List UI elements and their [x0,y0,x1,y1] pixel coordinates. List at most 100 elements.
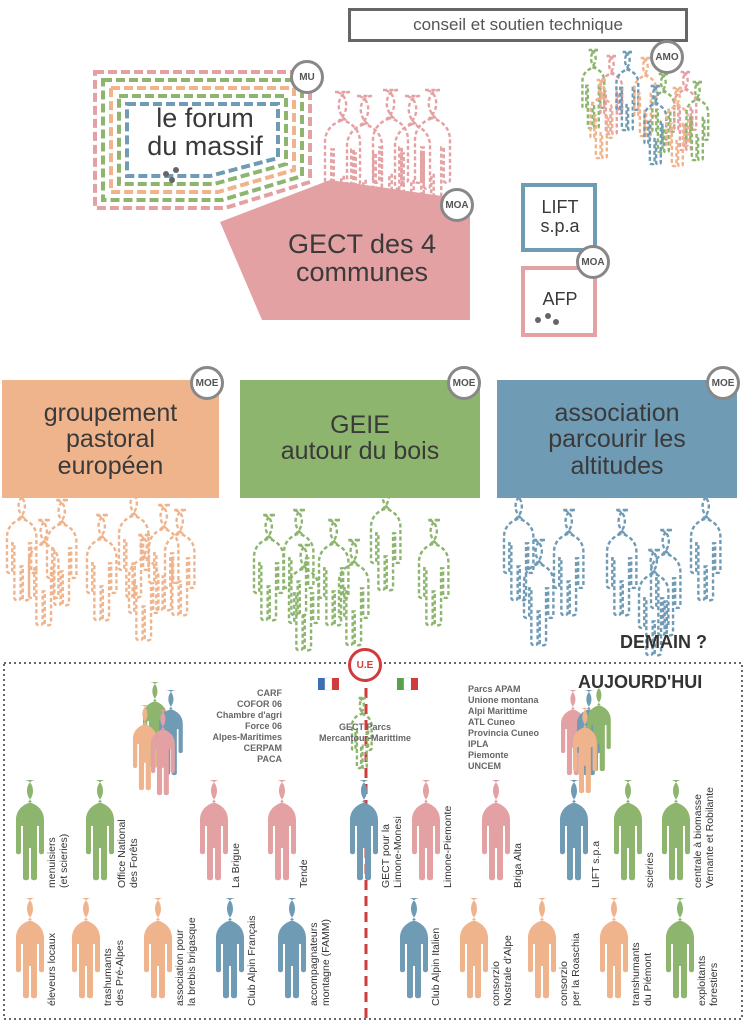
afp-label: AFP [542,289,578,309]
today-frame [3,662,743,1020]
row1-actor-label: centrale à biomasse Vernante et Robilant… [692,787,716,888]
bois-person-icon [337,538,370,647]
pastoral-person-icon [45,498,78,607]
amo-person-icon [651,72,676,154]
italy-list-item: Unione montana [468,695,539,705]
demain-label: DEMAIN ? [620,632,707,652]
altitudes-person-icon [637,548,670,657]
row2-actor-label: transhumants du Piémont [630,942,654,1006]
gect-shape [220,180,470,320]
bois-person-icon [287,543,320,652]
moa-person-icon [393,94,432,223]
moa-badge-gect: MOA [440,188,474,222]
france-person-icon [133,705,157,791]
france-person-icon [151,710,175,796]
row1-person-icon [86,780,114,881]
gect-label: GECT des 4 communes [287,229,437,288]
forum-label: le forum du massif [147,103,263,162]
ue-badge: U.E [348,648,382,682]
pastoral-box [2,380,219,498]
group-label-altitudes: association parcourir les altitudes [548,399,686,480]
moa-person-icon [413,88,452,217]
row2-actor-label: éleveurs locaux [46,933,58,1006]
france-list-item: Alpes-Maritimes [212,732,282,742]
mu-badge: MU [290,60,324,94]
bois-person-icon [417,518,450,627]
bois-person-icon [282,508,315,617]
row2-actor-label: consorzio Nostrale d'Alpe [490,935,514,1006]
center-gect-label: GECT Parcs Mercantour-Marittime [318,722,411,743]
amo-person-icon [665,86,690,168]
row1-actor-label: LIFT s.p.a [590,840,602,888]
row2-person-icon [216,898,244,999]
moe-badge-bois: MOE [447,366,481,400]
row2-actor-label: Club Alpin Italien [430,927,442,1006]
row2-actor-label: accompagnateurs montagne (FAMM) [308,919,332,1006]
row1-actor-label: menuisiers (et scieries) [46,833,70,888]
row2-actor-label: trashumants des Pré-Alpes [102,940,126,1006]
row1-person-icon [350,780,378,881]
altitudes-person-icon [522,538,555,647]
amo-person-icon [615,50,640,132]
row2-person-icon [400,898,428,999]
row1-actor-label: Office National des Forêts [116,819,140,888]
row2-person-icon [528,898,556,999]
altitudes-person-icon [502,493,535,602]
amo-person-icon [633,56,658,138]
altitudes-person-icon [689,493,722,602]
row2-actor-label: consorzio per la Roaschia [558,933,582,1006]
row1-person-icon [662,780,690,881]
center-person-icon [350,696,373,770]
row1-actor-label: La Brigue [230,843,242,888]
bois-person-icon [369,483,402,592]
pastoral-person-icon [163,508,196,617]
row1-person-icon [268,780,296,881]
france-flag-icon [318,677,339,691]
altitudes-person-icon [605,508,638,617]
italy-flag-icon [397,677,418,691]
aujourdhui-label: AUJOURD'HUI [578,672,703,692]
italy-list-item: ATL Cuneo [468,717,516,727]
row1-person-icon [614,780,642,881]
france-list-item: PACA [257,754,282,764]
row2-actor-label: Club Alpin Français [246,915,258,1006]
amo-person-icon [599,54,624,136]
france-list-item: COFOR 06 [236,699,282,709]
italy-list-item: Alpi Marittime [468,706,528,716]
pastoral-person-icon [117,490,150,599]
group-label-pastoral: groupement pastoral européen [43,399,178,480]
pastoral-person-icon [85,513,118,622]
italy-list-item: IPLA [468,739,489,749]
italy-list-item: Provincia Cuneo [468,728,540,738]
moe-badge-pastoral: MOE [190,366,224,400]
bois-box [240,380,480,498]
group-label-bois: GEIE autour du bois [280,411,440,466]
lift-box [521,183,597,252]
moa-badge-lift: MOA [576,245,610,279]
row2-person-icon [144,898,172,999]
row2-person-icon [72,898,100,999]
row2-person-icon [600,898,628,999]
row2-person-icon [460,898,488,999]
bois-person-icon [317,518,350,627]
italy-list-item: Piemonte [468,750,509,760]
italy-person-icon [573,708,597,794]
moe-badge-altitudes: MOE [706,366,740,400]
row1-person-icon [16,780,44,881]
row2-person-icon [666,898,694,999]
row1-person-icon [482,780,510,881]
amo-person-icon [581,48,606,130]
afp-box [521,266,597,337]
row1-person-icon [200,780,228,881]
pastoral-person-icon [5,493,38,602]
amo-person-icon [643,84,668,166]
row2-person-icon [278,898,306,999]
row1-actor-label: Briga Alta [512,843,524,888]
italy-person-icon [561,690,585,776]
italy-list-item: UNCEM [468,761,501,771]
moa-person-icon [345,94,384,223]
moa-person-icon [371,88,410,217]
